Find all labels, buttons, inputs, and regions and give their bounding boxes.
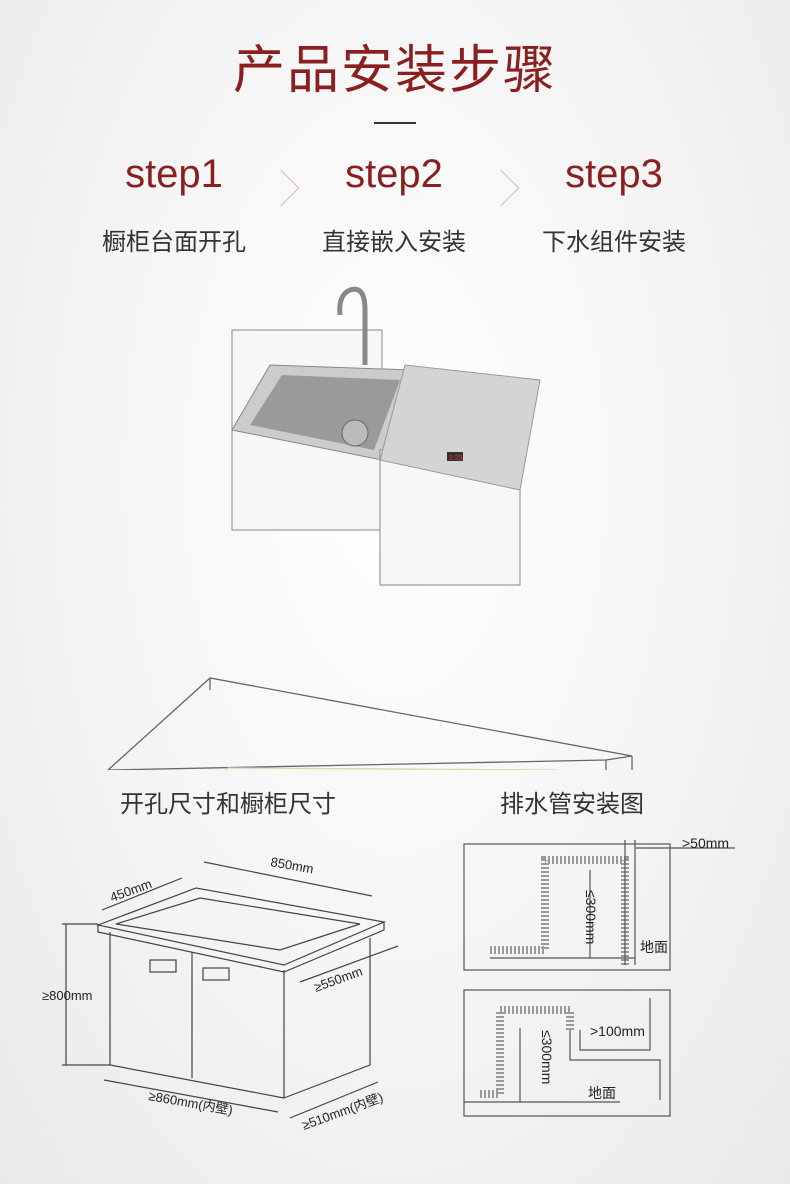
dim-gap: >50mm xyxy=(682,835,729,851)
section-drain-title: 排水管安装图 xyxy=(500,790,644,818)
cabinet-dimension-diagram: 450mm 850mm ≥800mm ≥550mm ≥860mm(内壁) ≥51… xyxy=(42,854,399,1133)
dim-height-1: ≤300mm xyxy=(583,890,599,944)
step-3-label: step3 xyxy=(565,152,663,196)
title-divider xyxy=(374,122,416,124)
dim-depth: 450mm xyxy=(108,876,154,905)
sink-unit xyxy=(231,286,413,531)
dim-width: 850mm xyxy=(269,854,314,876)
dim-height: ≥800mm xyxy=(42,988,92,1003)
drain-pipe-diagram: >50mm ≤300mm 地面 >100mm ≤300mm 地面 xyxy=(463,835,735,1117)
countertop-wireframe xyxy=(107,677,633,770)
page-title: 产品安装步骤 xyxy=(232,41,557,101)
step-1-label: step1 xyxy=(125,152,223,196)
faucet-icon xyxy=(337,286,368,365)
step-2-label: step2 xyxy=(345,152,443,196)
step-2-desc: 直接嵌入安装 xyxy=(322,228,466,256)
step-1-desc: 橱柜台面开孔 xyxy=(102,228,246,256)
floor-label-2: 地面 xyxy=(588,1085,616,1101)
dim-rise: >100mm xyxy=(590,1023,645,1039)
dim-inner-width: ≥860mm(内壁) xyxy=(147,1088,233,1118)
product-installation-illustration: 1:25 xyxy=(107,286,633,770)
step-3-desc: 下水组件安装 xyxy=(542,228,686,256)
dishwasher-unit: 1:25 xyxy=(379,364,541,586)
floor-label-1: 地面 xyxy=(640,939,668,955)
section-cabinet-title: 开孔尺寸和橱柜尺寸 xyxy=(120,790,336,818)
dim-height-2: ≤300mm xyxy=(539,1030,555,1084)
display-readout: 1:25 xyxy=(449,455,463,462)
